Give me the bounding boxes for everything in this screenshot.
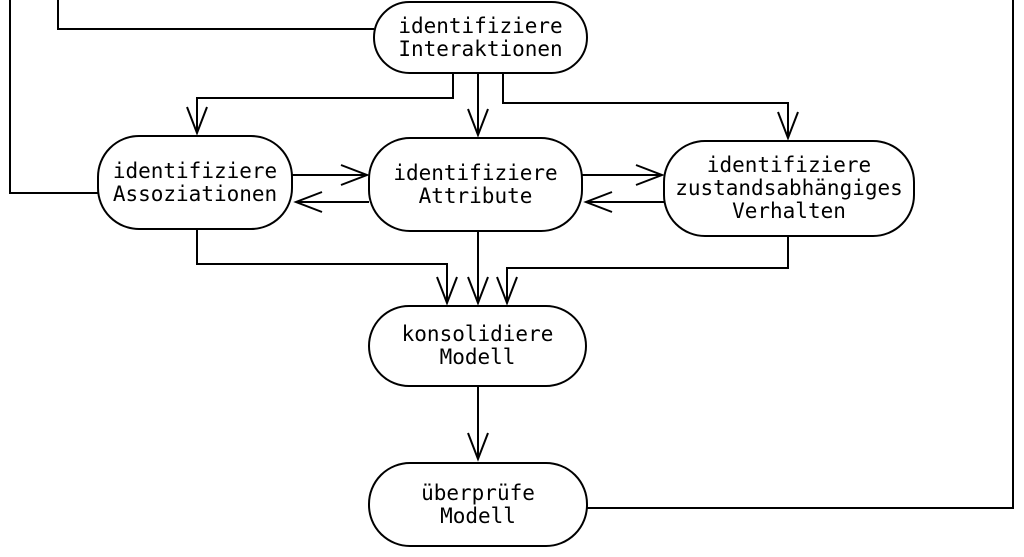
node-identifiziere-assoziationen: identifiziere Assoziationen: [97, 135, 293, 230]
edge-interaktionen-to-verhalten: [502, 74, 799, 141]
edge-interaktionen-to-assoziationen: [186, 74, 454, 136]
node-label-attribute: identifiziere Attribute: [393, 160, 558, 208]
node-ueberpruefe-modell: überprüfe Modell: [368, 462, 588, 547]
node-identifiziere-attribute: identifiziere Attribute: [368, 137, 583, 232]
node-identifiziere-interaktionen: identifiziere Interaktionen: [373, 1, 588, 74]
edge-assoziationen-to-konsolidiere: [196, 229, 458, 306]
node-label-interaktionen: identifiziere Interaktionen: [398, 13, 563, 61]
edge-loop-top-to-assoziationen: [9, 0, 98, 194]
node-label-ueberpruefe: überprüfe Modell: [421, 480, 535, 528]
node-identifiziere-zustandsabhaengiges-verhalten: identifiziere zustandsabhängiges Verhalt…: [663, 140, 915, 237]
node-konsolidiere-modell: konsolidiere Modell: [368, 305, 587, 387]
edge-verhalten-to-konsolidiere: [496, 236, 789, 306]
edge-loop-top-to-interaktionen: [57, 0, 374, 30]
node-label-verhalten: identifiziere zustandsabhängiges Verhalt…: [675, 153, 903, 223]
edge-ueberpruefe-loop-right: [586, 0, 1014, 509]
node-label-assoziationen: identifiziere Assoziationen: [112, 158, 278, 206]
node-label-konsolidiere: konsolidiere Modell: [401, 322, 554, 369]
